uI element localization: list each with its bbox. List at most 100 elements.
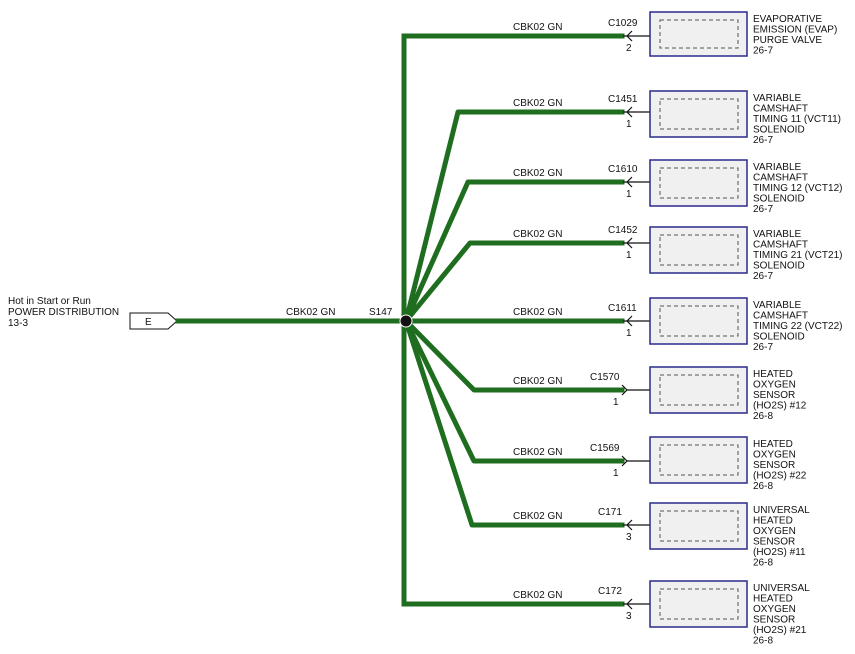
component-label-line: VARIABLE	[753, 93, 801, 104]
branch-wire-label: CBK02 GN	[513, 22, 562, 33]
component-label-line: EVAPORATIVE	[753, 14, 822, 25]
component-label-line: 26-8	[753, 411, 773, 422]
component-box[interactable]	[649, 580, 748, 628]
branch-wire[interactable]	[402, 317, 625, 528]
component-box[interactable]	[649, 366, 748, 414]
component-inner-outline	[659, 374, 739, 406]
component-label-line: 26-7	[753, 46, 773, 57]
component-label-line: CAMSHAFT	[753, 104, 808, 115]
connector-label: C1451	[608, 94, 638, 105]
female-pin-icon	[623, 315, 650, 327]
component-label-line: VARIABLE	[753, 229, 801, 240]
component-label-line: OXYGEN	[753, 450, 796, 461]
connector-label: C1570	[590, 372, 620, 383]
component-inner-outline	[659, 444, 739, 476]
component-label-line: EMISSION (EVAP)	[753, 25, 837, 36]
branch-wire-label: CBK02 GN	[513, 307, 562, 318]
branch-wire[interactable]	[402, 179, 625, 325]
component-label-line: OXYGEN	[753, 380, 796, 391]
component-label-line: TIMING 21 (VCT21)	[753, 250, 842, 261]
source-label-line-1: Hot in Start or Run	[8, 296, 91, 307]
branch-wire[interactable]	[402, 317, 625, 464]
component-box[interactable]	[649, 502, 748, 550]
component-label-line: 26-8	[753, 558, 773, 569]
source-label-line-3: 13-3	[8, 318, 28, 329]
branch-wire[interactable]	[402, 109, 625, 325]
component-inner-outline	[659, 510, 739, 542]
female-pin-icon	[623, 519, 650, 531]
component-label-line: UNIVERSAL	[753, 505, 810, 516]
pin-number: 1	[626, 119, 632, 130]
component-inner-outline	[659, 19, 739, 49]
source-connector-shape	[129, 312, 178, 330]
component-box[interactable]	[649, 436, 748, 484]
component-label-line: 26-8	[753, 481, 773, 492]
component-label-line: PURGE VALVE	[753, 35, 822, 46]
pin-number: 2	[626, 43, 632, 54]
splice-dot[interactable]	[399, 314, 413, 328]
component-label-line: OXYGEN	[753, 604, 796, 615]
splice-label: S147	[369, 307, 393, 318]
component-box[interactable]	[649, 90, 748, 138]
component-label-line: SOLENOID	[753, 125, 805, 136]
branch-wire[interactable]	[402, 317, 625, 393]
pin-number: 1	[626, 328, 632, 339]
component-label-line: CAMSHAFT	[753, 311, 808, 322]
pin-number: 1	[613, 468, 619, 479]
component-label-line: VARIABLE	[753, 162, 801, 173]
pin-number: 3	[626, 532, 632, 543]
female-pin-icon	[623, 598, 650, 610]
component-label-line: 26-7	[753, 271, 773, 282]
female-pin-icon	[623, 106, 650, 118]
source-connector-label: E	[145, 317, 152, 328]
component-box[interactable]	[649, 297, 748, 345]
component-label-line: HEATED	[753, 439, 793, 450]
component-label-line: 26-7	[753, 135, 773, 146]
branch-wire-label: CBK02 GN	[513, 98, 562, 109]
branch-wire[interactable]	[402, 240, 625, 325]
branch-wire-label: CBK02 GN	[513, 229, 562, 240]
component-label-line: TIMING 12 (VCT12)	[753, 183, 842, 194]
branch-wire-label: CBK02 GN	[513, 511, 562, 522]
component-label-line: OXYGEN	[753, 526, 796, 537]
connector-label: C172	[598, 586, 622, 597]
connector-label: C1029	[608, 18, 638, 29]
component-label-line: SENSOR	[753, 537, 795, 548]
component-label-line: (HO2S) #22	[753, 471, 807, 482]
connector-label: C1611	[608, 303, 637, 314]
component-inner-outline	[659, 98, 739, 130]
source-connector[interactable]: E	[129, 312, 178, 330]
component-label-line: SOLENOID	[753, 261, 805, 272]
component-box[interactable]	[649, 159, 748, 207]
component-label-line: VARIABLE	[753, 300, 801, 311]
component-label-line: CAMSHAFT	[753, 173, 808, 184]
component-label-line: TIMING 11 (VCT11)	[753, 114, 841, 125]
female-pin-icon	[623, 30, 650, 42]
connector-label: C171	[598, 507, 622, 518]
component-label-line: 26-7	[753, 204, 773, 215]
component-label-line: CAMSHAFT	[753, 240, 808, 251]
connector-label: C1569	[590, 443, 620, 454]
component-label-line: HEATED	[753, 369, 793, 380]
component-label-line: SENSOR	[753, 615, 795, 626]
female-pin-icon	[623, 176, 650, 188]
male-pin-icon	[621, 455, 650, 467]
component-label-line: SENSOR	[753, 390, 795, 401]
component-inner-outline	[659, 167, 739, 199]
component-box[interactable]	[649, 226, 748, 274]
component-label-line: 26-8	[753, 636, 773, 647]
component-box[interactable]	[649, 11, 748, 57]
component-label-line: HEATED	[753, 516, 793, 527]
component-label-line: SOLENOID	[753, 194, 805, 205]
male-pin-icon	[621, 384, 650, 396]
branch-wire-label: CBK02 GN	[513, 376, 562, 387]
pin-number: 1	[626, 189, 632, 200]
female-pin-icon	[623, 237, 650, 249]
component-label-line: HEATED	[753, 594, 793, 605]
